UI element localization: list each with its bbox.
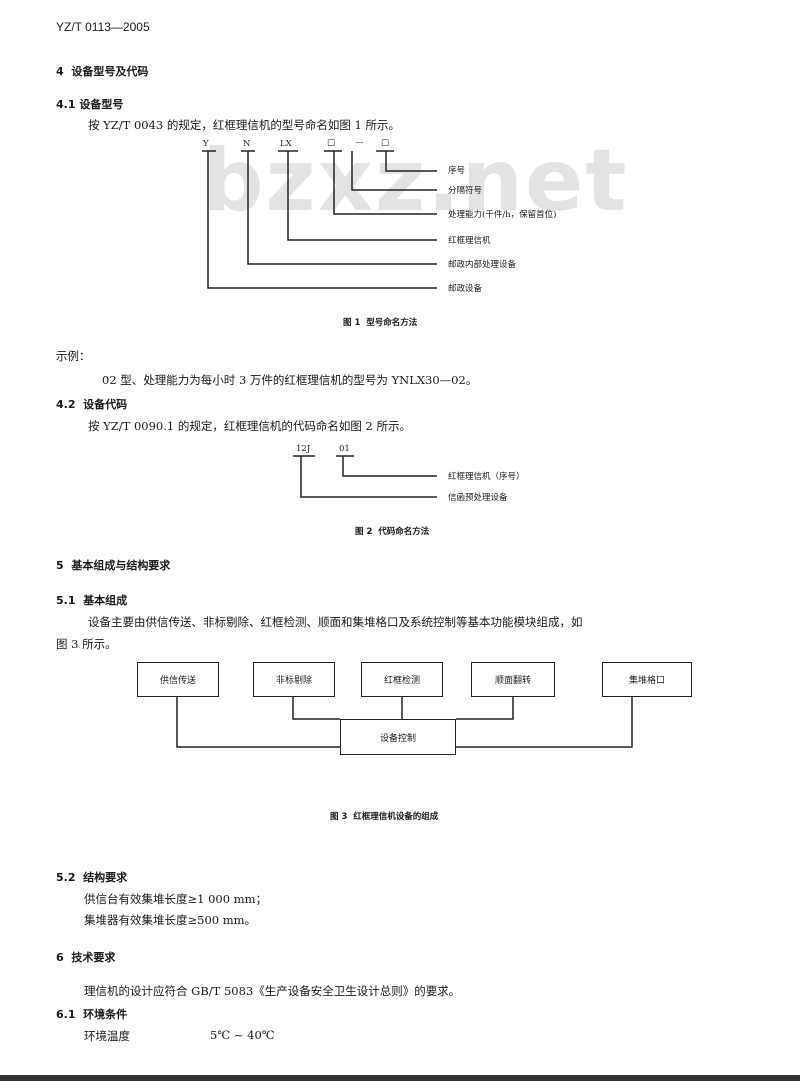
- code-separator: —: [355, 138, 364, 148]
- code-lx: LX: [280, 139, 292, 149]
- figure-3-caption: 图 3 红框理信机设备的组成: [330, 812, 439, 822]
- section-5-1-heading: 5.1 基本组成: [56, 594, 128, 607]
- code-n: N: [243, 139, 251, 149]
- section-4-heading: 4 设备型号及代码: [56, 65, 149, 78]
- figure-2-caption: 图 2 代码命名方法: [355, 527, 430, 537]
- label-capacity: 处理能力(千件/h，保留首位): [448, 210, 557, 220]
- environment-temperature-label: 环境温度: [84, 1029, 130, 1043]
- code-12j: 12J: [296, 444, 311, 454]
- watermark: bzxz.net: [202, 131, 629, 231]
- environment-temperature-value: 5℃ ~ 40℃: [210, 1028, 275, 1042]
- label-separator: 分隔符号: [448, 186, 483, 196]
- figure-1-caption: 图 1 型号命名方法: [343, 318, 418, 328]
- label-red-frame-machine: 红框理信机: [448, 236, 491, 246]
- example-text: 02 型、处理能力为每小时 3 万件的红框理信机的型号为 YNLX30—02。: [102, 373, 478, 387]
- label-postal-equipment: 邮政设备: [448, 284, 483, 294]
- block-nonstandard-rejection: 非标剔除: [253, 662, 335, 697]
- section-5-heading: 5 基本组成与结构要求: [56, 559, 171, 572]
- section-5-1-paragraph-line1: 设备主要由供信传送、非标剔除、红框检测、顺面和集堆格口及系统控制等基本功能模块组…: [88, 615, 583, 629]
- block-stacking-outlet: 集堆格口: [602, 662, 692, 697]
- section-6-heading: 6 技术要求: [56, 951, 116, 964]
- section-4-1-paragraph: 按 YZ/T 0043 的规定，红框理信机的型号命名如图 1 所示。: [88, 118, 400, 132]
- page-bottom-rule: [0, 1075, 800, 1081]
- section-5-2-heading: 5.2 结构要求: [56, 871, 128, 884]
- block-red-frame-detection: 红框检测: [361, 662, 443, 697]
- document-id: YZ/T 0113—2005: [56, 20, 150, 34]
- block-equipment-control: 设备控制: [340, 719, 456, 755]
- block-facing-flipping: 顺面翻转: [471, 662, 555, 697]
- section-5-2-line2: 集堆器有效集堆长度≥500 mm。: [84, 913, 257, 927]
- example-label: 示例：: [56, 349, 91, 363]
- section-4-2-heading: 4.2 设备代码: [56, 398, 128, 411]
- section-6-paragraph: 理信机的设计应符合 GB/T 5083《生产设备安全卫生设计总则》的要求。: [84, 984, 461, 998]
- block-letter-feeding: 供信传送: [137, 662, 219, 697]
- code-sequence-box: □: [381, 138, 390, 148]
- section-5-1-paragraph-line2: 图 3 所示。: [56, 637, 117, 651]
- label-letter-preprocessing: 信函预处理设备: [448, 493, 508, 503]
- code-y: Y: [203, 139, 209, 149]
- code-01: 01: [339, 444, 350, 454]
- section-6-1-heading: 6.1 环境条件: [56, 1008, 128, 1021]
- code-capacity-box: □: [327, 138, 336, 148]
- section-4-1-heading: 4.1 设备型号: [56, 98, 124, 111]
- label-red-frame-sequence: 红框理信机（序号）: [448, 472, 525, 482]
- label-sequence: 序号: [448, 166, 466, 176]
- section-5-2-line1: 供信台有效集堆长度≥1 000 mm；: [84, 892, 268, 906]
- section-4-2-paragraph: 按 YZ/T 0090.1 的规定，红框理信机的代码命名如图 2 所示。: [88, 419, 411, 433]
- label-internal-equipment: 邮政内部处理设备: [448, 260, 517, 270]
